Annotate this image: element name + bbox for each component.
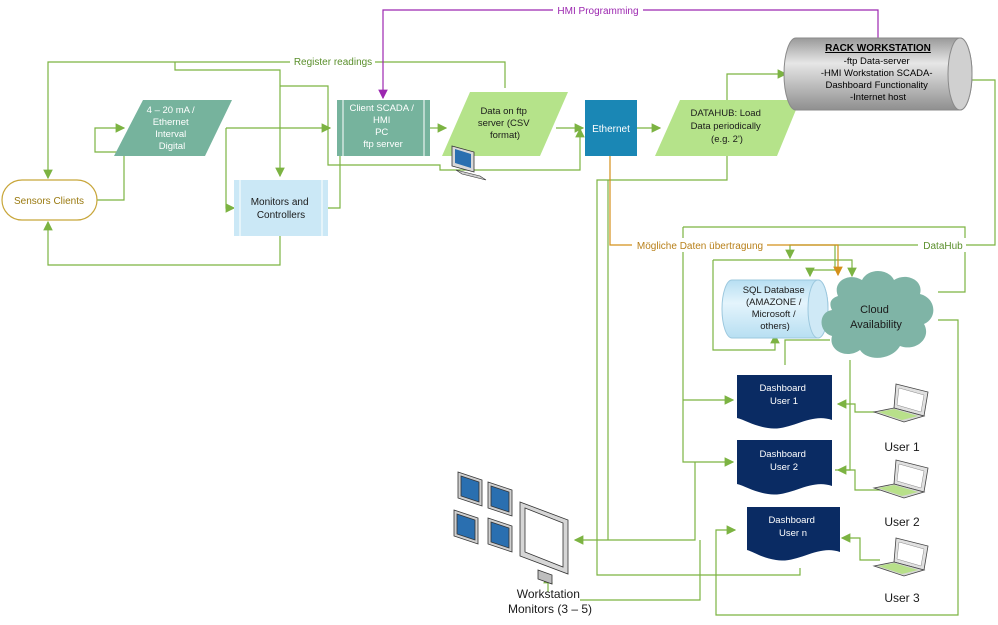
dashn-line-1: Dashboard — [768, 515, 814, 526]
dashn-line-2: User n — [779, 528, 807, 539]
laptop-user-3-icon — [872, 537, 929, 577]
workstation-monitors-icon — [453, 471, 569, 585]
svg-text:SQL Database (AMAZONE /: SQL Database (AMAZONE / Microsoft / othe… — [743, 285, 808, 332]
sql-line-1: SQL Database — [743, 285, 805, 296]
green-connectors — [43, 61, 996, 616]
ftp-line-3: format) — [490, 130, 520, 141]
monitors-line-1: Monitors and — [251, 197, 309, 208]
signal-node: 4 – 20 mA / Ethernet Interval Digital — [114, 100, 232, 156]
svg-text:Cloud Availability: Cloud Availability — [850, 304, 902, 331]
signal-line-3: Interval — [155, 129, 186, 140]
sql-line-4: others) — [760, 321, 790, 332]
monitors-line-2: Controllers — [257, 210, 305, 221]
datahub-node: DATAHUB: Load Data periodically (e.g. 2'… — [655, 100, 800, 156]
scada-line-2: HMI — [373, 115, 390, 126]
dash2-line-1: Dashboard — [759, 449, 805, 460]
svg-text:Dashboard User 1: Dashboard User 1 — [759, 383, 808, 407]
register-readings-label: Register readings — [294, 57, 372, 68]
signal-line-2: Ethernet — [153, 117, 189, 128]
scada-line-3: PC — [375, 127, 388, 138]
svg-text:-ftp Data-server -HMI Wo: -ftp Data-server -HMI Workstation SCADA-… — [821, 56, 935, 103]
rack-title: RACK WORKSTATION — [825, 43, 931, 54]
hmi-programming-label: HMI Programming — [557, 6, 638, 17]
ftp-line-1: Data on ftp — [480, 106, 526, 117]
sensors-clients-node: Sensors Clients — [1, 179, 98, 221]
user-2-label: User 2 — [884, 515, 920, 529]
rack-line-1: -ftp Data-server — [844, 56, 910, 67]
laptop-user-1-icon — [872, 383, 929, 423]
signal-line-4: Digital — [159, 141, 185, 152]
svg-text:Client SCADA / HMI: Client SCADA / HMI PC ftp server — [349, 103, 416, 150]
user-1-label: User 1 — [884, 440, 920, 454]
ftp-line-2: server (CSV — [478, 118, 530, 129]
client-scada-node: Client SCADA / HMI PC ftp server — [337, 100, 430, 156]
user-3-label: User 3 — [884, 591, 920, 605]
svg-text:Monitors and Controllers: Monitors and Controllers — [251, 197, 312, 221]
datahub-line-3: (e.g. 2') — [711, 134, 743, 145]
svg-text:DATAHUB: Load Data perio: DATAHUB: Load Data periodically (e.g. 2'… — [690, 108, 763, 145]
svg-text:Data on ftp server (CSV: Data on ftp server (CSV format) — [478, 106, 532, 141]
dash2-line-2: User 2 — [770, 462, 798, 473]
ethernet-node: Ethernet — [585, 100, 637, 156]
svg-text:4 – 20 mA / Ethernet: 4 – 20 mA / Ethernet Interval Digital — [147, 105, 198, 152]
rack-line-2: -HMI Workstation SCADA- — [821, 68, 933, 79]
rack-line-4: -Internet host — [850, 92, 906, 103]
cloud-node: Cloud Availability — [821, 271, 934, 358]
svg-text:Dashboard User n: Dashboard User n — [768, 515, 817, 539]
cloud-line-1: Cloud — [860, 304, 889, 316]
possible-transfer-line — [609, 155, 843, 277]
monitors-controllers-node: Monitors and Controllers — [234, 180, 328, 236]
rack-line-3: Dashboard Functionality — [825, 80, 928, 91]
sql-line-3: Microsoft / — [752, 309, 796, 320]
ethernet-label: Ethernet — [592, 124, 630, 135]
workstation-line-1: Workstation — [517, 587, 580, 601]
laptop-user-2-icon — [872, 459, 929, 499]
datahub-line-1: DATAHUB: Load — [690, 108, 760, 119]
sql-line-2: (AMAZONE / — [746, 297, 802, 308]
datahub-line-2: Data periodically — [691, 121, 761, 132]
ftp-data-node: Data on ftp server (CSV format) — [442, 92, 568, 156]
sensors-clients-label: Sensors Clients — [14, 196, 84, 207]
datahub-line-label: DataHub — [923, 241, 963, 252]
dashboard-user-2: Dashboard User 2 — [737, 440, 832, 495]
dash1-line-2: User 1 — [770, 396, 798, 407]
scada-line-4: ftp server — [363, 139, 403, 150]
signal-line-1: 4 – 20 mA / — [147, 105, 195, 116]
svg-text:Dashboard User 2: Dashboard User 2 — [759, 449, 808, 473]
workstation-line-2: Monitors (3 – 5) — [508, 602, 592, 616]
dash1-line-1: Dashboard — [759, 383, 805, 394]
cloud-line-2: Availability — [850, 319, 902, 331]
dashboard-user-1: Dashboard User 1 — [737, 375, 832, 429]
ftp-computer-icon — [451, 145, 487, 181]
dashboard-user-n: Dashboard User n — [747, 507, 840, 561]
scada-line-1: Client SCADA / — [349, 103, 414, 114]
moegliche-label: Mögliche Daten übertragung — [637, 241, 763, 252]
sql-database-node: SQL Database (AMAZONE / Microsoft / othe… — [721, 279, 829, 339]
rack-workstation-node: RACK WORKSTATION -ftp Data-server -HMI W… — [783, 37, 973, 111]
svg-text:Workstation Monitors (3 –: Workstation Monitors (3 – 5) — [508, 587, 592, 616]
